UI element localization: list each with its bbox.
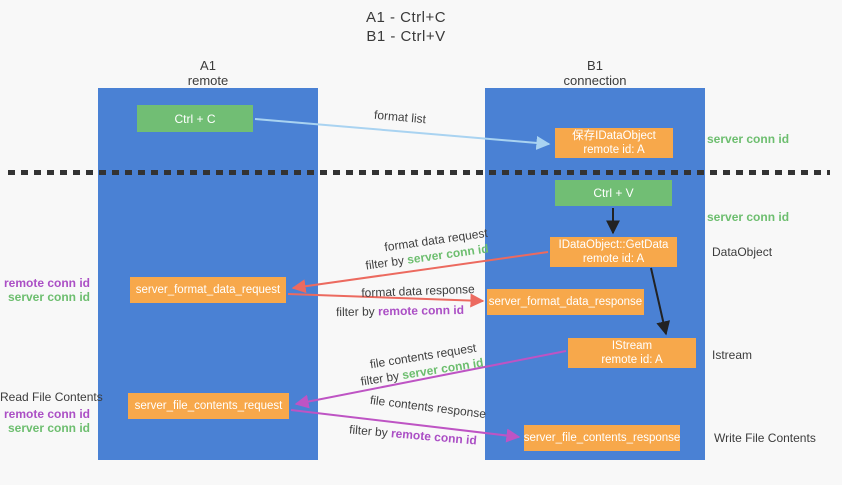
file-response-filter-label: filter by remote conn id [349,422,478,447]
left-conn-id-annotation-mid: remote conn id server conn id [2,276,90,304]
server-format-data-response-box: server_format_data_response [487,289,644,315]
save-idataobject-box: 保存IDataObject remote id: A [555,128,673,158]
session-separator-dotted-line [8,170,830,175]
server-format-data-request-label: server_format_data_request [135,284,281,296]
istream-line2: remote id: A [601,354,663,366]
format-list-label: format list [373,107,427,127]
server-conn-id-annotation: server conn id [7,290,90,304]
file-contents-response-label: file contents response [369,392,487,422]
remote-conn-id-annotation: remote conn id [3,276,90,290]
save-idataobject-line2: remote id: A [583,144,645,156]
save-idataobject-line1: 保存IDataObject [572,130,656,142]
title-line-2: B1 - Ctrl+V [366,28,446,45]
filter-by-text: filter by [364,252,409,273]
server-file-contents-request-label: server_file_contents_request [134,400,283,412]
istream-annotation: Istream [712,348,753,362]
filter-by-text: filter by [335,304,379,320]
remote-conn-id-annotation: remote conn id [3,407,90,421]
server-format-data-response-label: server_format_data_response [488,296,643,308]
server-file-contents-response-box: server_file_contents_response [524,425,680,451]
diagram-title: A1 - Ctrl+C B1 - Ctrl+V [0,8,812,46]
lane-header-b1: B1 connection [485,58,705,88]
istream-line1: IStream [611,340,653,352]
ctrl-v-box: Ctrl + V [555,180,672,206]
ctrl-v-label: Ctrl + V [593,186,634,200]
ctrl-c-label: Ctrl + C [174,111,216,126]
getdata-line2: remote id: A [582,253,645,265]
lane-header-a1: A1 remote [98,58,318,88]
left-conn-id-annotation-bottom: remote conn id server conn id [2,407,90,435]
filter-by-text: filter by [359,368,404,389]
lane-a1-name: A1 [200,58,216,73]
server-file-contents-response-label: server_file_contents_response [523,432,681,444]
dataobject-annotation: DataObject [712,245,773,259]
lane-b1-role: connection [563,73,627,88]
istream-box: IStream remote id: A [568,338,696,368]
server-conn-id-annotation-mid: server conn id [707,210,790,224]
server-format-data-request-box: server_format_data_request [130,277,286,303]
getdata-line1: IDataObject::GetData [558,239,669,251]
filter-by-text: filter by [348,422,392,441]
server-conn-id-annotation-top: server conn id [707,132,790,146]
write-file-contents-annotation: Write File Contents [714,431,816,445]
ctrl-c-box: Ctrl + C [137,105,253,132]
idataobject-getdata-box: IDataObject::GetData remote id: A [550,237,677,267]
read-file-contents-annotation: Read File Contents [0,390,103,404]
remote-conn-id-text: remote conn id [390,426,478,448]
lane-b1-name: B1 [587,58,603,73]
format-response-filter-label: filter by remote conn id [336,303,464,319]
title-line-1: A1 - Ctrl+C [365,9,447,26]
remote-conn-id-text: remote conn id [377,302,465,319]
lane-a1-role: remote [187,73,229,88]
server-conn-id-annotation: server conn id [7,421,90,435]
server-file-contents-request-box: server_file_contents_request [128,393,289,419]
format-data-response-label: format data response [361,282,475,300]
